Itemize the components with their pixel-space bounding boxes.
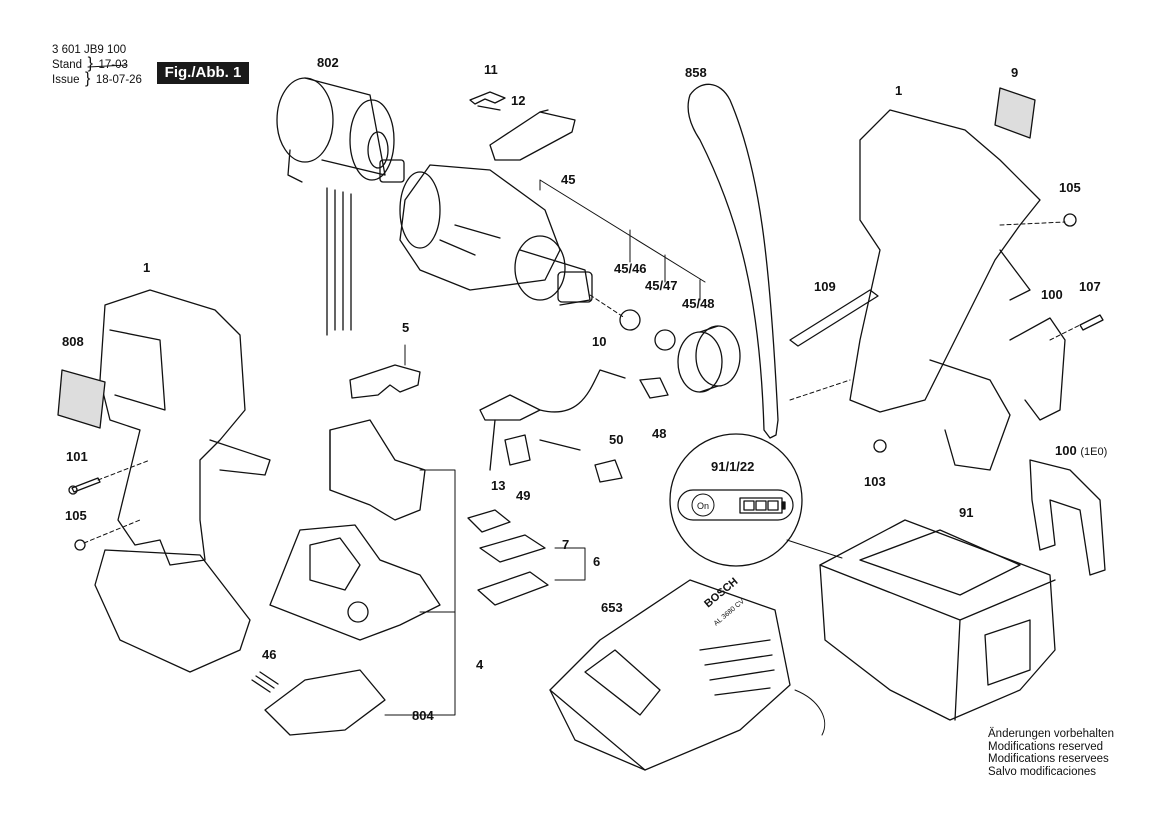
callout-91: 91 xyxy=(959,505,974,520)
stand-value: 17-03 xyxy=(98,59,128,71)
issue-row: Issue } 18-07-26 xyxy=(52,70,142,87)
pad-6-drawing xyxy=(477,571,549,606)
stand-row: Stand } 17-03 xyxy=(52,55,142,72)
screw-101-drawing xyxy=(68,459,151,495)
callout-11: 11 xyxy=(484,62,498,77)
issue-label: Issue xyxy=(52,74,80,86)
clip-48-drawing xyxy=(639,377,669,399)
callout-100-1e0: 100 (1E0) xyxy=(1055,443,1107,458)
part-49-drawing xyxy=(504,434,531,466)
doc-number: 3 601 JB9 100 xyxy=(52,44,127,56)
lever-5-drawing xyxy=(349,364,421,399)
issue-value: 18-07-26 xyxy=(95,74,142,86)
callout-13: 13 xyxy=(491,478,506,493)
callout-105-left: 105 xyxy=(65,508,87,523)
electronics-4-drawing xyxy=(269,524,441,641)
callout-105-right: 105 xyxy=(1059,180,1081,195)
callout-10: 10 xyxy=(592,334,607,349)
callout-804: 804 xyxy=(412,708,434,723)
callout-4: 4 xyxy=(476,657,484,672)
screw-105-right-drawing xyxy=(1063,213,1077,227)
callout-100: 100 xyxy=(1041,287,1063,302)
gear-housing-45-drawing xyxy=(399,164,593,306)
cover-12-drawing xyxy=(489,109,576,161)
screw-105-left-drawing xyxy=(74,519,141,551)
spring-46-drawing xyxy=(251,671,279,693)
callout-5: 5 xyxy=(402,320,410,335)
callout-6: 6 xyxy=(593,554,601,569)
sleeve-45-48-drawing xyxy=(677,325,741,393)
callout-45-48: 45/48 xyxy=(682,296,715,311)
strike-mark xyxy=(87,64,128,68)
callout-12: 12 xyxy=(511,93,526,108)
screw-107-drawing xyxy=(1079,314,1104,331)
label-sheet-808-drawing xyxy=(57,369,106,429)
callout-100-1e0-number: 100 xyxy=(1055,443,1077,458)
led-panel-drawing xyxy=(677,489,794,521)
figure-label: Fig./Abb. 1 xyxy=(157,62,249,84)
callout-45-46: 45/46 xyxy=(614,261,647,276)
callout-802: 802 xyxy=(317,55,339,70)
battery-91-drawing xyxy=(819,519,1056,721)
callout-45-47: 45/47 xyxy=(645,278,678,293)
callout-109: 109 xyxy=(814,279,836,294)
callout-46: 46 xyxy=(262,647,277,662)
callout-1-left: 1 xyxy=(143,260,151,275)
callout-1-right: 1 xyxy=(895,83,903,98)
note-line: Modifications reservees xyxy=(988,753,1109,765)
on-button-text: On xyxy=(697,501,709,511)
callout-101: 101 xyxy=(66,449,88,464)
stand-label: Stand xyxy=(52,59,83,71)
charger-653-drawing xyxy=(549,579,826,771)
pad-7-drawing xyxy=(479,534,546,563)
label-9-drawing xyxy=(994,87,1036,139)
callout-858: 858 xyxy=(685,65,707,80)
callout-103: 103 xyxy=(864,474,886,489)
callout-49: 49 xyxy=(516,488,531,503)
pad-13-drawing xyxy=(467,509,511,533)
callout-107: 107 xyxy=(1079,279,1101,294)
callout-48: 48 xyxy=(652,426,667,441)
document-header: 3 601 JB9 100 Stand } 17-03 Issue } 18-0… xyxy=(52,44,142,87)
disclaimer-notes: Änderungen vorbehalten Modifications res… xyxy=(988,728,1114,778)
spring-45-47-drawing xyxy=(654,329,676,351)
plate-804-drawing xyxy=(264,669,386,736)
nut-103-drawing xyxy=(873,439,887,453)
housing-right-drawing xyxy=(849,109,1041,471)
hook-100-1e0-drawing xyxy=(1029,459,1106,576)
housing-left-drawing xyxy=(94,289,271,673)
part-50-drawing xyxy=(594,459,623,483)
callout-808: 808 xyxy=(62,334,84,349)
callout-50: 50 xyxy=(609,432,624,447)
brace-icon: } xyxy=(87,55,93,72)
harness-10-drawing xyxy=(479,369,626,471)
ring-45-46-drawing xyxy=(619,309,641,331)
detail-bubble xyxy=(669,433,803,567)
clip-11-drawing xyxy=(469,91,506,111)
motor-802-drawing xyxy=(276,77,405,336)
callout-7: 7 xyxy=(562,537,570,552)
note-line: Änderungen vorbehalten xyxy=(988,728,1114,740)
hook-100-drawing xyxy=(1009,317,1066,421)
callout-1e0-suffix: (1E0) xyxy=(1080,446,1108,458)
callout-9: 9 xyxy=(1011,65,1019,80)
note-line: Salvo modificaciones xyxy=(988,765,1097,778)
note-line: Modifications reserved xyxy=(988,740,1104,753)
callout-45: 45 xyxy=(561,172,576,187)
battery-indicator-icon xyxy=(739,497,786,514)
callout-91-1-22: 91/1/22 xyxy=(711,459,755,474)
brace-icon: } xyxy=(85,70,91,87)
bit-109-drawing xyxy=(789,289,879,347)
switch-drawing xyxy=(329,419,426,521)
callout-653: 653 xyxy=(601,600,623,615)
belt-clip-858-drawing xyxy=(687,83,779,439)
